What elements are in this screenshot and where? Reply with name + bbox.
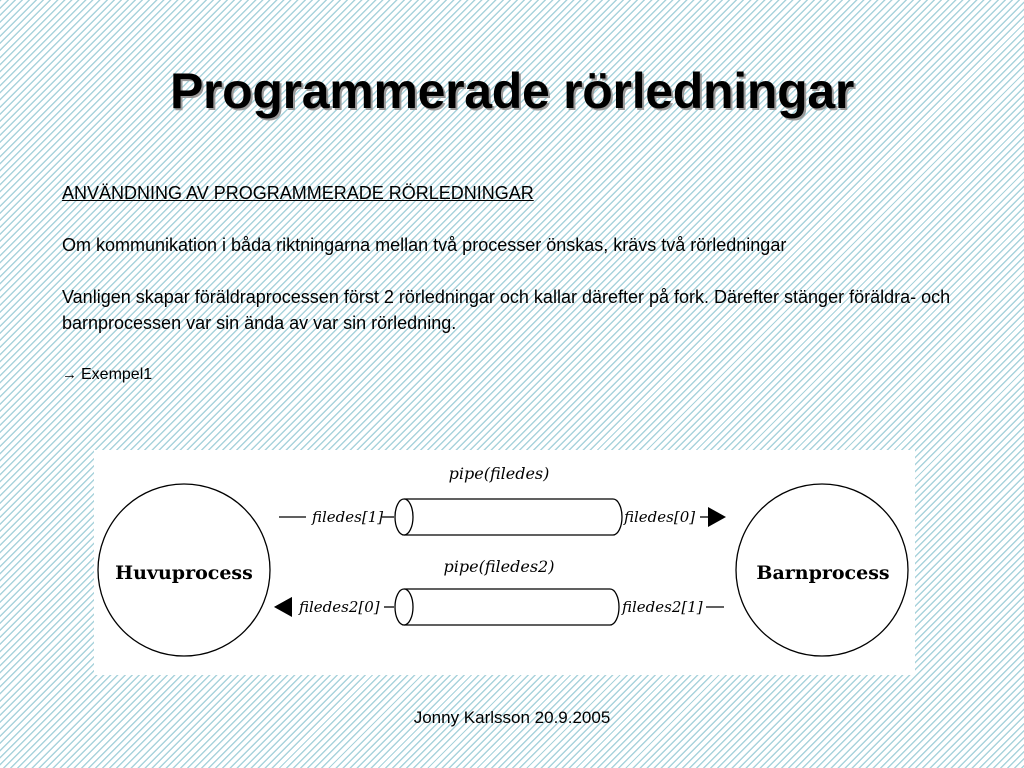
- slide-title: Programmerade rörledningar: [169, 63, 855, 119]
- slide-content: ANVÄNDNING AV PROGRAMMERADE RÖRLEDNINGAR…: [62, 180, 962, 388]
- paragraph-two-pipes: Om kommunikation i båda riktningarna mel…: [62, 235, 787, 255]
- pipe1-label: pipe(filedes): [449, 464, 550, 483]
- pipe1-right-end-label: filedes[0]: [623, 508, 695, 526]
- pipe-diagram-svg: Huvuprocess Barnprocess pipe(filedes) pi…: [97, 464, 909, 657]
- pipe2-left-arrowhead: [274, 597, 292, 617]
- pipe1-cylinder: [394, 498, 623, 536]
- pipe-diagram: Huvuprocess Barnprocess pipe(filedes) pi…: [94, 450, 915, 675]
- right-arrow-icon: →: [62, 366, 77, 383]
- example-link[interactable]: →Exempel1: [62, 362, 962, 388]
- child-process-label: Barnprocess: [756, 562, 889, 584]
- section-heading: ANVÄNDNING AV PROGRAMMERADE RÖRLEDNINGAR: [62, 183, 534, 203]
- pipe1-right-arrow-icon: [708, 507, 726, 527]
- child-process-circle: [735, 483, 909, 657]
- parent-process-label: Huvuprocess: [115, 562, 253, 584]
- pipe2-cylinder: [394, 588, 620, 626]
- paragraph-fork: Vanligen skapar föräldraprocessen först …: [62, 287, 951, 333]
- footer-author-date: Jonny Karlsson 20.9.2005: [413, 708, 611, 727]
- pipe1-left-end-label: filedes[1]: [311, 508, 383, 526]
- pipe2-right-end-label: filedes2[1]: [621, 598, 703, 616]
- parent-process-circle: [97, 483, 271, 657]
- pipe2-label: pipe(filedes2): [444, 557, 555, 576]
- pipe2-left-end-label: filedes2[0]: [298, 598, 380, 616]
- example-link-label: Exempel1: [81, 366, 153, 383]
